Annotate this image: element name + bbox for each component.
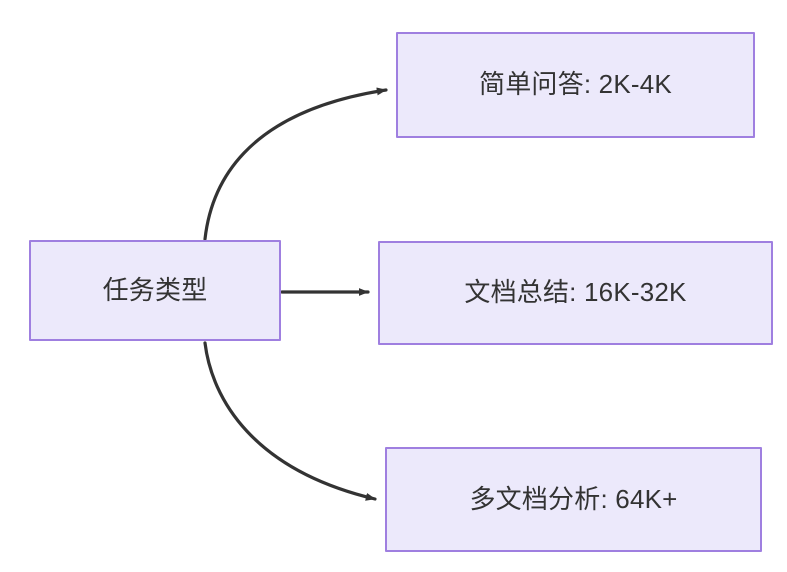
node-doc-summary-label: 文档总结: 16K-32K	[464, 277, 687, 308]
edge-root-to-qa	[203, 87, 388, 241]
node-multi-doc-analysis-label: 多文档分析: 64K+	[469, 483, 678, 514]
node-task-type[interactable]: 任务类型	[29, 240, 281, 341]
node-doc-summary[interactable]: 文档总结: 16K-32K	[378, 241, 773, 345]
edge-root-to-multi	[203, 341, 377, 501]
node-simple-qa-label: 简单问答: 2K-4K	[479, 69, 672, 100]
node-task-type-label: 任务类型	[102, 274, 208, 305]
node-multi-doc-analysis[interactable]: 多文档分析: 64K+	[385, 447, 762, 552]
node-simple-qa[interactable]: 简单问答: 2K-4K	[396, 32, 755, 138]
